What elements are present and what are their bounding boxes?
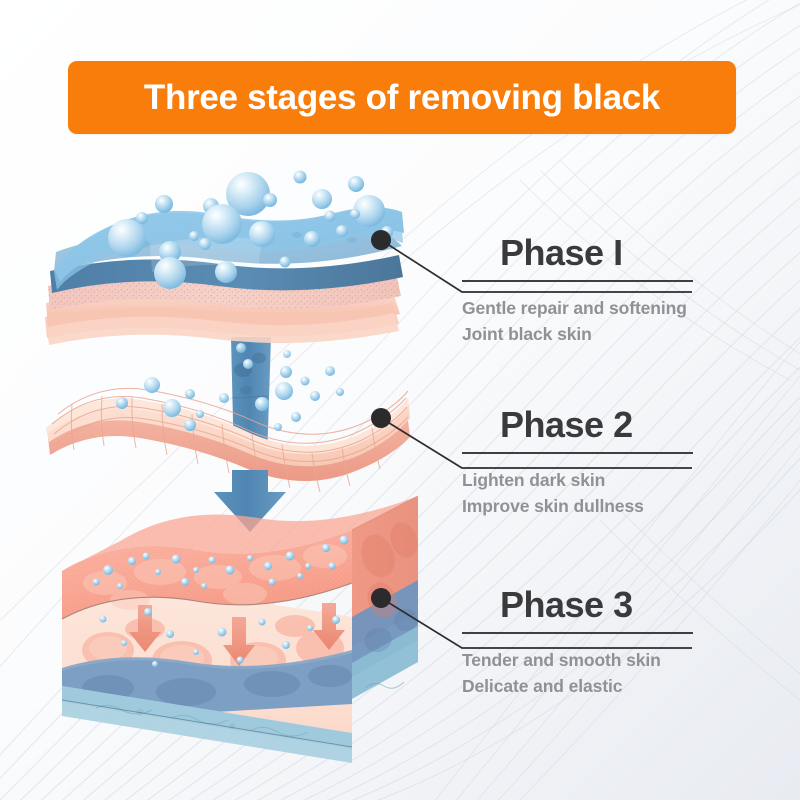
title-banner: Three stages of removing black — [68, 61, 736, 134]
active-ingredient-particles — [92, 535, 349, 667]
phase-1-line-2: Joint black skin — [462, 324, 592, 344]
phase-2-block: Phase 2 Lighten dark skin Improve skin d… — [462, 403, 762, 519]
phase-3-block: Phase 3 Tender and smooth skin Delicate … — [462, 583, 762, 699]
phase-3-line-1: Tender and smooth skin — [462, 650, 661, 670]
phase-1-heading: Phase I — [500, 232, 623, 273]
phase-2-rule — [462, 452, 693, 454]
phase-2-line-2: Improve skin dullness — [462, 496, 644, 516]
phase-1-block: Phase I Gentle repair and softening Join… — [462, 231, 762, 347]
phase-3-description: Tender and smooth skin Delicate and elas… — [462, 647, 762, 699]
penetration-arrow-head — [214, 470, 286, 532]
phase-1-line-1: Gentle repair and softening — [462, 298, 687, 318]
skin-block-layer — [61, 495, 419, 763]
cleansing-bubbles-mesh — [116, 359, 344, 431]
phase-2-heading: Phase 2 — [500, 404, 633, 445]
phase-3-marker-dot — [371, 588, 391, 608]
phase-2-description: Lighten dark skin Improve skin dullness — [462, 467, 762, 519]
phase-1-rule — [462, 280, 693, 282]
phase-3-line-2: Delicate and elastic — [462, 676, 623, 696]
skin-mesh-sheet-layer — [46, 359, 410, 493]
absorption-arrows — [129, 603, 345, 666]
phase-3-rule — [462, 632, 693, 634]
phase-1-description: Gentle repair and softening Joint black … — [462, 295, 762, 347]
phase-3-heading: Phase 3 — [500, 584, 633, 625]
phase-1-marker-dot — [371, 230, 391, 250]
phase-leader-lines — [380, 239, 692, 649]
page-title: Three stages of removing black — [143, 77, 661, 117]
phase-2-marker-dot — [371, 408, 391, 428]
skin-surface-layer — [45, 170, 404, 358]
cleansing-bubbles-top — [108, 170, 393, 289]
phase-2-line-1: Lighten dark skin — [462, 470, 606, 490]
